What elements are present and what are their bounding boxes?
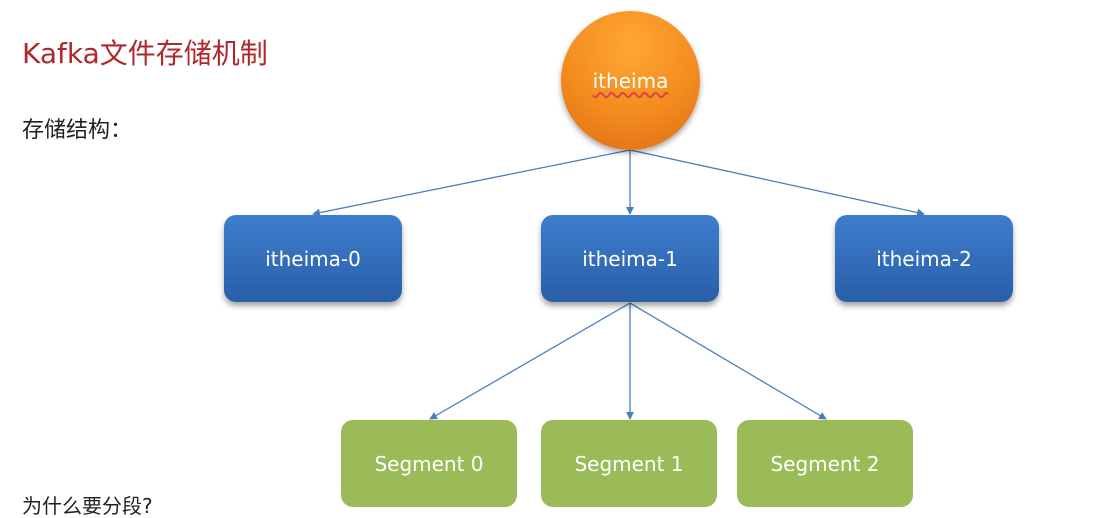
partition-node-2: itheima-2 — [835, 215, 1013, 302]
segment-node-0: Segment 0 — [341, 420, 517, 507]
topic-node-label: itheima — [592, 68, 669, 93]
segment-node-2: Segment 2 — [737, 420, 913, 507]
topic-node-itheima: itheima — [561, 11, 700, 150]
why-segment-question: 为什么要分段? — [22, 494, 153, 518]
segment-node-label: Segment 2 — [770, 451, 880, 476]
partition-node-label: itheima-2 — [876, 246, 972, 271]
slide-title: Kafka文件存储机制 — [22, 37, 268, 70]
partition-node-0: itheima-0 — [224, 215, 402, 302]
connector-partition-1-to-segment-0 — [429, 302, 631, 420]
partition-node-1: itheima-1 — [541, 215, 719, 302]
connector-root-to-partition-0 — [312, 149, 631, 217]
connector-partition-1-to-segment-2 — [629, 302, 827, 420]
segment-node-label: Segment 1 — [574, 451, 684, 476]
partition-node-label: itheima-0 — [265, 246, 361, 271]
segment-node-label: Segment 0 — [374, 451, 484, 476]
storage-structure-label: 存储结构： — [22, 118, 133, 143]
connector-root-to-partition-2 — [629, 149, 925, 217]
partition-node-label: itheima-1 — [582, 246, 678, 271]
segment-node-1: Segment 1 — [541, 420, 717, 507]
